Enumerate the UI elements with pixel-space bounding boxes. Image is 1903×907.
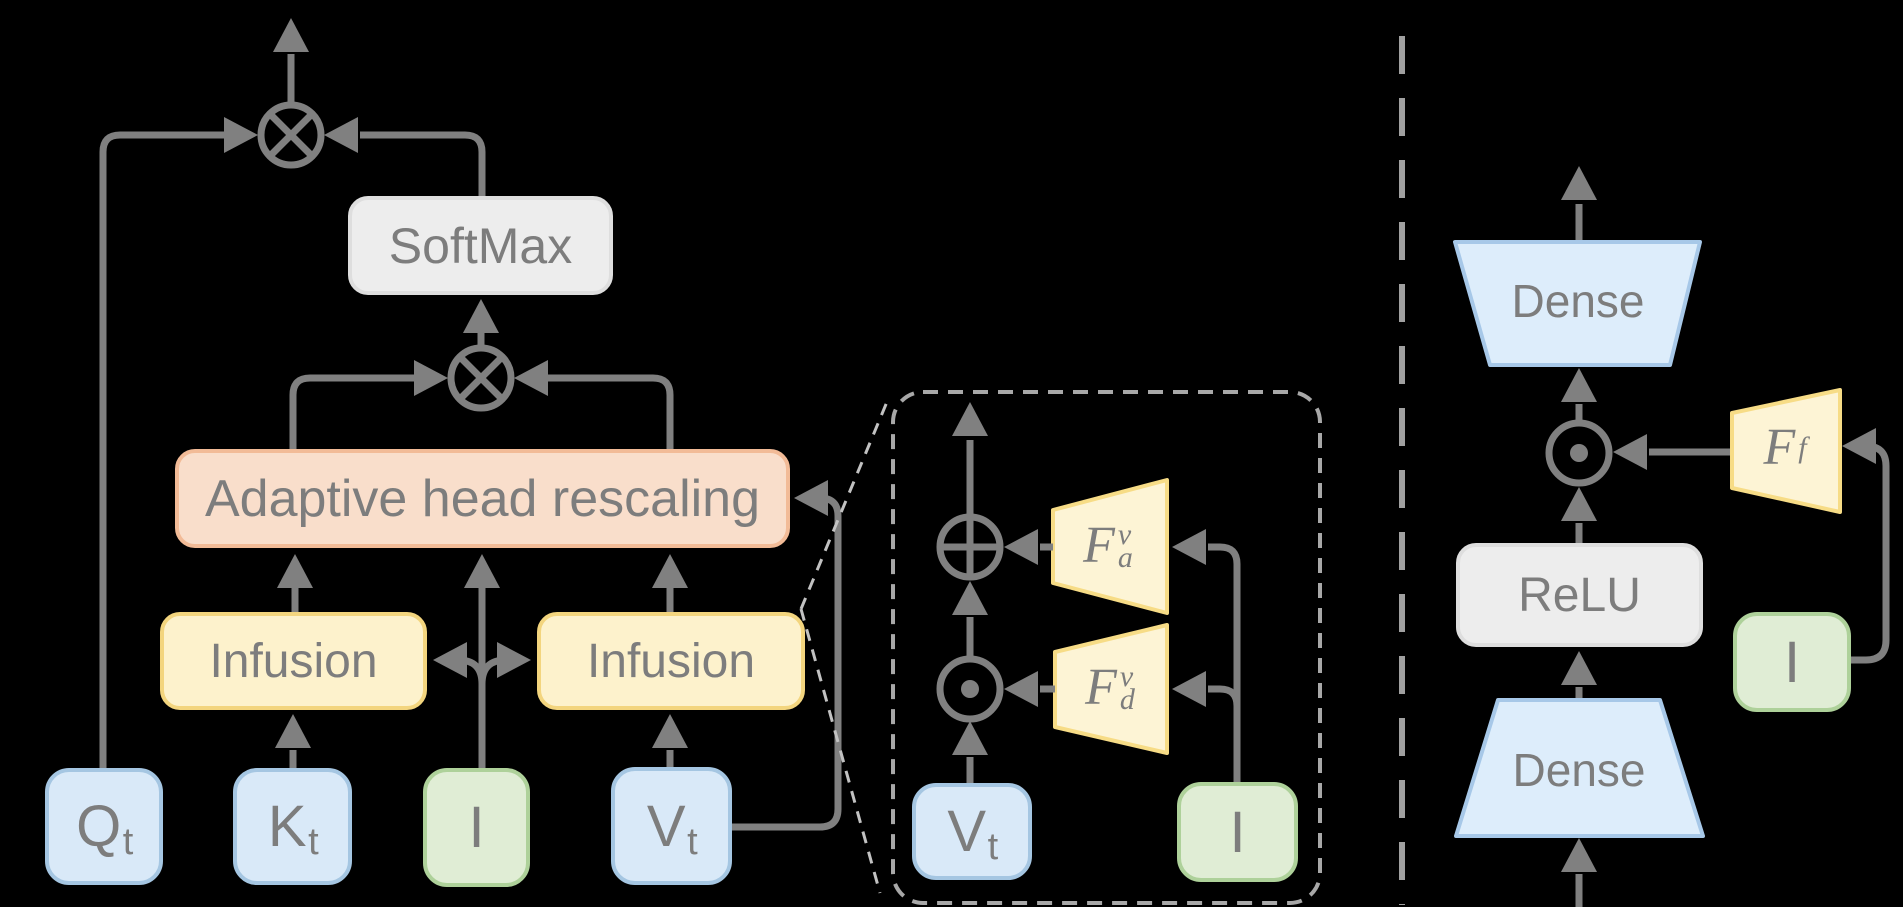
detail-callout-box — [891, 390, 1322, 905]
adaptive-head-rescaling-box: Adaptive head rescaling — [175, 449, 790, 548]
arrowhead-icon — [652, 714, 688, 748]
wire-iffn-to-ff — [1842, 428, 1890, 664]
wire-q-to-matmul — [99, 117, 258, 768]
arrowhead-icon — [324, 117, 358, 153]
dense-top-trapezoid — [1453, 240, 1702, 367]
wire-k-to-infusion — [275, 714, 311, 768]
arrowhead-icon — [952, 721, 988, 755]
arrowhead-icon — [1561, 651, 1597, 685]
arrowhead-icon — [433, 642, 467, 678]
query-label: Qt — [76, 794, 134, 864]
arrowhead-icon — [1561, 487, 1597, 521]
wire-idetail-to-fa — [1172, 529, 1241, 782]
detail-i-input-box: I — [1177, 782, 1298, 882]
add-node circle-plus-add-icon — [936, 513, 1004, 581]
arrowhead-icon — [464, 554, 500, 588]
wire-ffn-output — [1561, 166, 1597, 242]
ff-trapezoid — [1730, 388, 1842, 514]
relu-box: ReLU — [1456, 543, 1703, 647]
wire-ff-to-mul — [1613, 434, 1732, 470]
arrowhead-icon — [1004, 671, 1038, 707]
arrowhead-icon — [794, 480, 828, 516]
detail-i-label: I — [1229, 799, 1246, 865]
key-input-box: Kt — [233, 768, 352, 885]
wire-ffn-input — [1561, 838, 1597, 907]
value-label: Vt — [646, 793, 698, 863]
detail-value-label: Vt — [947, 799, 999, 869]
hadamard-node circle-dot-multiply-icon — [936, 655, 1004, 723]
arrowhead-icon — [952, 581, 988, 615]
wire-matmul-output — [273, 18, 309, 104]
arrowhead-icon — [463, 299, 499, 333]
softmax-label: SoftMax — [388, 217, 573, 274]
arrowhead-icon — [224, 117, 258, 153]
wire-mul-to-dense-top — [1561, 368, 1597, 422]
hadamard-ffn-node circle-dot-multiply-icon — [1545, 419, 1613, 487]
arrowhead-icon — [1172, 529, 1206, 565]
infusion-right-label: Infusion — [586, 634, 756, 688]
ffn-i-label: I — [1783, 629, 1801, 695]
wire-vdetail-to-mul — [952, 721, 988, 783]
arrowhead-icon — [275, 714, 311, 748]
arrowhead-icon — [1561, 838, 1597, 872]
ffn-i-input-box: I — [1733, 612, 1851, 712]
detail-value-input-box: Vt — [912, 783, 1032, 880]
arrowhead-icon — [952, 402, 988, 436]
wire-layer — [99, 18, 1890, 907]
query-input-box: Qt — [45, 768, 163, 885]
callout-connector-top — [799, 396, 891, 610]
arrowhead-icon — [1561, 368, 1597, 402]
arrowhead-icon — [1842, 428, 1876, 464]
wire-relu-to-mul — [1561, 487, 1597, 543]
infusion-left-box: Infusion — [160, 612, 427, 710]
wire-mul-to-add — [952, 581, 988, 658]
matmul-top-node circle-cross-matmul-icon — [257, 101, 325, 169]
key-label: Kt — [267, 794, 319, 864]
fa-trapezoid — [1051, 478, 1169, 615]
relu-label: ReLU — [1518, 568, 1641, 622]
softmax-box: SoftMax — [348, 196, 613, 295]
wire-rescale-right-to-matmul2 — [514, 360, 674, 449]
wire-softmax-to-matmul — [324, 117, 486, 196]
infusion-right-box: Infusion — [537, 612, 805, 710]
wire-fd-to-mul — [1004, 671, 1055, 707]
arrowhead-icon — [277, 554, 313, 588]
arrowhead-icon — [1561, 166, 1597, 200]
arrowhead-icon — [1004, 529, 1038, 565]
wire-v-to-rescale-side — [732, 480, 842, 831]
rescaling-label: Adaptive head rescaling — [204, 469, 761, 528]
value-input-box: Vt — [611, 767, 732, 885]
dense-top-label: Dense — [1511, 275, 1645, 327]
wire-fa-to-add — [1004, 529, 1053, 565]
arrowhead-icon — [514, 360, 548, 396]
arrowhead-icon — [273, 18, 309, 52]
wire-i-branch-left — [433, 642, 486, 685]
matmul-mid-node circle-cross-matmul-icon — [447, 344, 515, 412]
dense-bottom-label: Dense — [1512, 744, 1646, 796]
arrowhead-icon — [497, 642, 531, 678]
i-label: I — [468, 795, 485, 860]
arrowhead-icon — [652, 554, 688, 588]
fd-trapezoid — [1053, 623, 1169, 755]
wire-infusion-right-to-rescale — [652, 554, 688, 612]
arrowhead-icon — [414, 360, 448, 396]
arrowhead-icon — [1613, 434, 1647, 470]
wire-rescale-left-to-matmul2 — [289, 360, 448, 449]
wire-i-branch-right — [478, 642, 531, 685]
wire-v-to-infusion — [652, 714, 688, 767]
infusion-left-label: Infusion — [209, 634, 378, 688]
arrowhead-icon — [1172, 671, 1206, 707]
wire-matmul2-to-softmax — [463, 299, 499, 348]
wire-dense-bottom-to-relu — [1561, 651, 1597, 700]
wire-idetail-to-fd — [1172, 671, 1241, 707]
wire-detail-output — [952, 402, 988, 516]
i-input-box: I — [423, 768, 530, 887]
wire-infusion-left-to-rescale — [277, 554, 313, 612]
callout-connector-bottom — [799, 608, 882, 894]
dense-bottom-trapezoid — [1454, 698, 1705, 838]
